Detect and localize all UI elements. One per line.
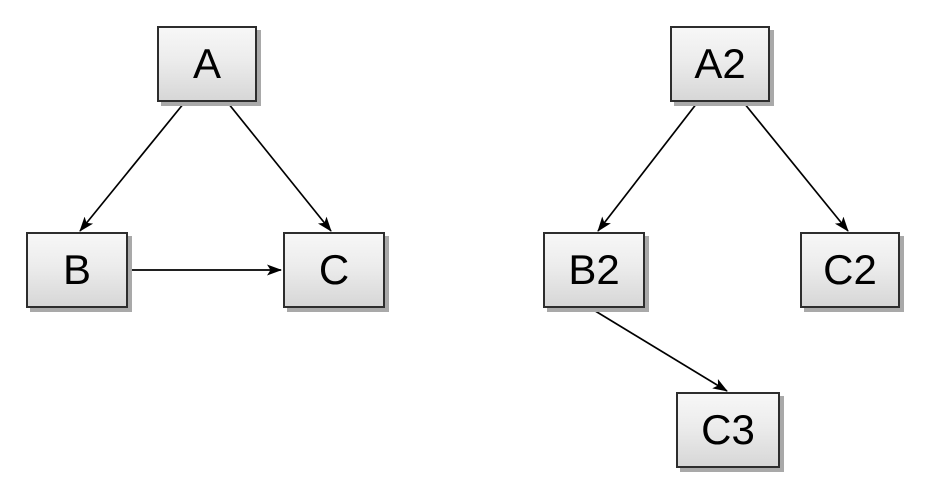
- node-label-B: B: [62, 246, 91, 293]
- edge-A-C: [227, 102, 332, 232]
- edge-group: [79, 102, 849, 392]
- node-A: A: [157, 26, 257, 102]
- node-label-B2: B2: [568, 246, 620, 293]
- node-B2: B2: [543, 232, 645, 308]
- node-B: B: [26, 232, 128, 308]
- node-C3: C3: [676, 392, 780, 468]
- node-A2: A2: [670, 26, 770, 102]
- node-label-C2: C2: [823, 246, 877, 293]
- node-label-C3: C3: [701, 406, 755, 453]
- edge-A-B: [79, 102, 185, 232]
- node-C2: C2: [800, 232, 900, 308]
- node-label-C: C: [318, 246, 350, 293]
- node-label-A: A: [192, 40, 221, 87]
- edge-B2-C3: [591, 308, 728, 392]
- node-C: C: [283, 232, 385, 308]
- edge-A2-C2: [743, 102, 849, 232]
- edge-A2-B2: [597, 102, 698, 232]
- node-label-A2: A2: [694, 40, 746, 87]
